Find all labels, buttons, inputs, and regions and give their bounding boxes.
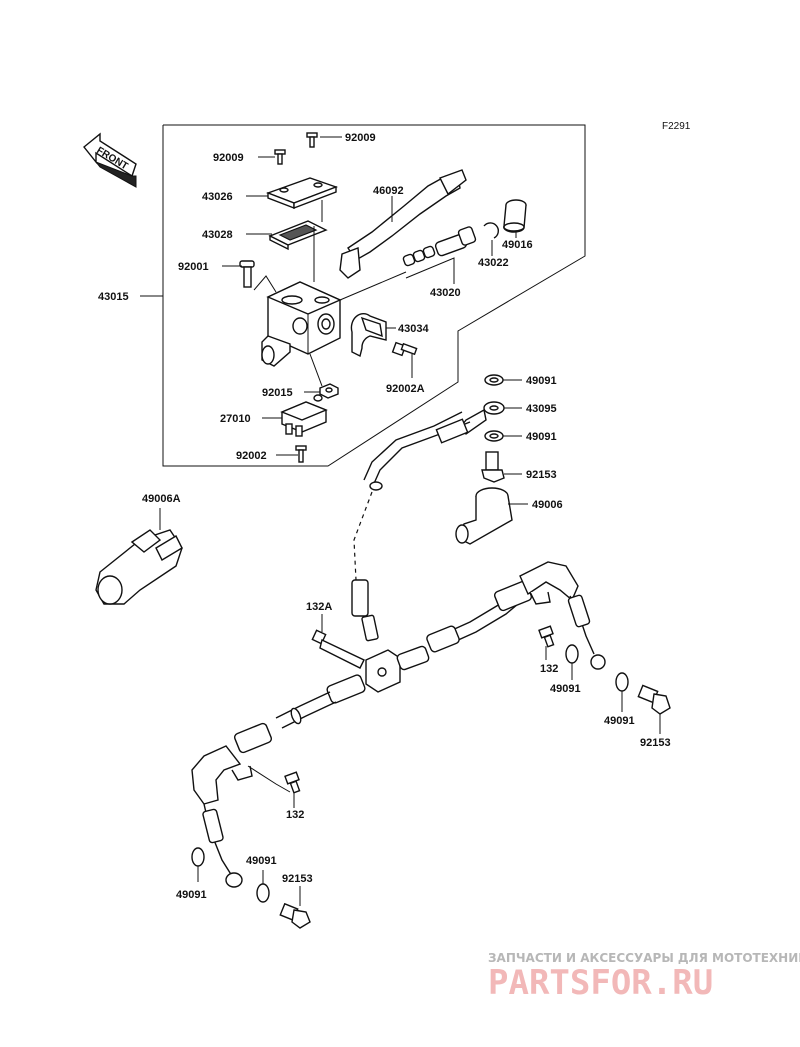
banjo-bolt-icon	[481, 451, 505, 483]
part-label: 92153	[640, 737, 671, 749]
part-label: 43026	[202, 191, 233, 203]
assembly-frame	[162, 124, 586, 467]
part-label: 49091	[604, 715, 635, 727]
brake-joint	[365, 649, 401, 693]
banjo-bolt-icon	[279, 902, 311, 929]
bolt-icon	[284, 771, 301, 794]
master-cylinder-body	[253, 275, 342, 367]
part-label: 43015	[98, 291, 129, 303]
brake-hose	[396, 561, 606, 671]
part-label: 49091	[550, 683, 581, 695]
piston-kit	[402, 226, 477, 267]
part-label: 49091	[526, 431, 557, 443]
screw-icon	[274, 149, 286, 165]
part-label: 46092	[373, 185, 404, 197]
part-label: 43095	[526, 403, 557, 415]
bolt-icon	[538, 625, 555, 648]
brake-hose	[351, 579, 379, 642]
part-label: 49006	[532, 499, 563, 511]
part-label: 27010	[220, 413, 251, 425]
part-label: 92015	[262, 387, 293, 399]
part-label: 92153	[282, 873, 313, 885]
part-label: 49006A	[142, 493, 181, 505]
diagram-code: F2291	[662, 121, 691, 132]
part-label: 49091	[526, 375, 557, 387]
washer-icon	[256, 883, 270, 903]
watermark-caption: ЗАПЧАСТИ И АКСЕССУАРЫ ДЛЯ МОТОТЕХНИКИ	[488, 951, 800, 965]
part-label: 43034	[398, 323, 429, 335]
part-label: 92009	[345, 132, 376, 144]
brake-lever	[339, 169, 467, 279]
washer-icon	[615, 672, 629, 692]
circlip	[483, 222, 500, 239]
hose-cover	[95, 529, 183, 605]
washer-icon	[565, 644, 579, 664]
part-label: 92002	[236, 450, 267, 462]
brake-hose	[353, 411, 471, 581]
holder-clamp	[350, 313, 387, 358]
part-label: 132A	[306, 601, 332, 613]
screw-icon	[306, 132, 318, 148]
part-label: 49091	[176, 889, 207, 901]
part-label: 49016	[502, 239, 533, 251]
front-arrow-icon: FRONT	[83, 132, 137, 188]
part-label: 92001	[178, 261, 209, 273]
dust-boot	[503, 199, 527, 233]
part-label: 132	[286, 809, 304, 821]
bolt-icon	[391, 341, 418, 357]
brake-hose	[191, 674, 366, 888]
part-label: 43028	[202, 229, 233, 241]
washer-icon	[191, 847, 205, 867]
part-label: 92153	[526, 469, 557, 481]
part-label: 49091	[246, 855, 277, 867]
brake-switch	[280, 394, 328, 437]
part-label: 92002A	[386, 383, 425, 395]
part-label: 132	[540, 663, 558, 675]
nut-icon	[319, 383, 339, 399]
part-label: 92009	[213, 152, 244, 164]
screw-icon	[295, 445, 307, 463]
part-label: 43020	[430, 287, 461, 299]
hose-cover	[455, 487, 513, 545]
pin-icon	[239, 260, 255, 288]
bolt-icon	[311, 629, 365, 669]
part-label: 43022	[478, 257, 509, 269]
banjo-bolt-icon	[637, 684, 671, 715]
watermark-logo: PARTSFOR.RU	[488, 963, 713, 1003]
